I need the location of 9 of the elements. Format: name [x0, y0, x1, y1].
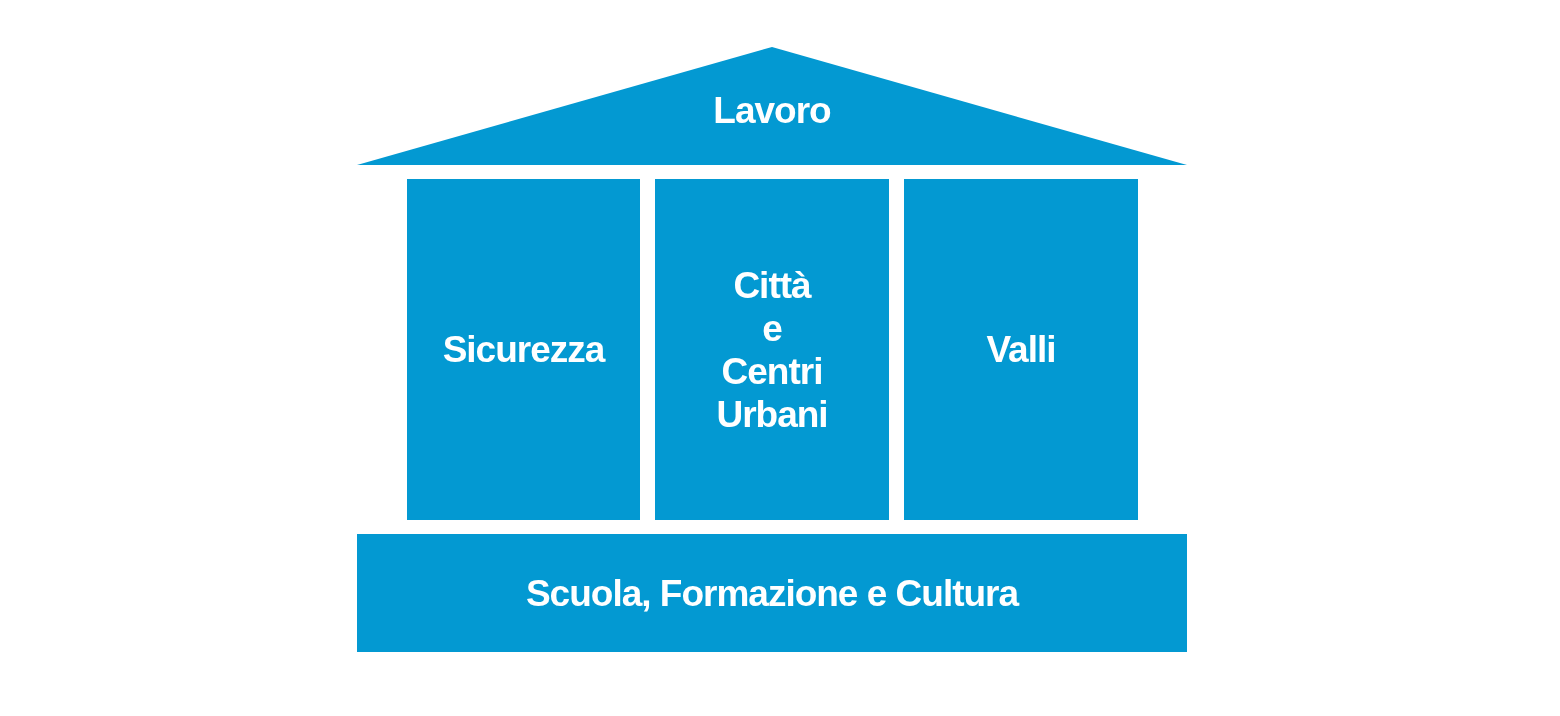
base-label: Scuola, Formazione e Cultura [525, 571, 1019, 615]
roof-label: Lavoro [713, 89, 831, 132]
base-box [357, 534, 1187, 652]
pillar-label: Sicurezza [442, 328, 605, 371]
pillar-box [655, 179, 889, 520]
pillar-box [407, 179, 640, 520]
pillar-label: Città e Centri Urbani [716, 263, 828, 436]
pillar-box [904, 179, 1138, 520]
pillar-label: Valli [986, 328, 1056, 371]
